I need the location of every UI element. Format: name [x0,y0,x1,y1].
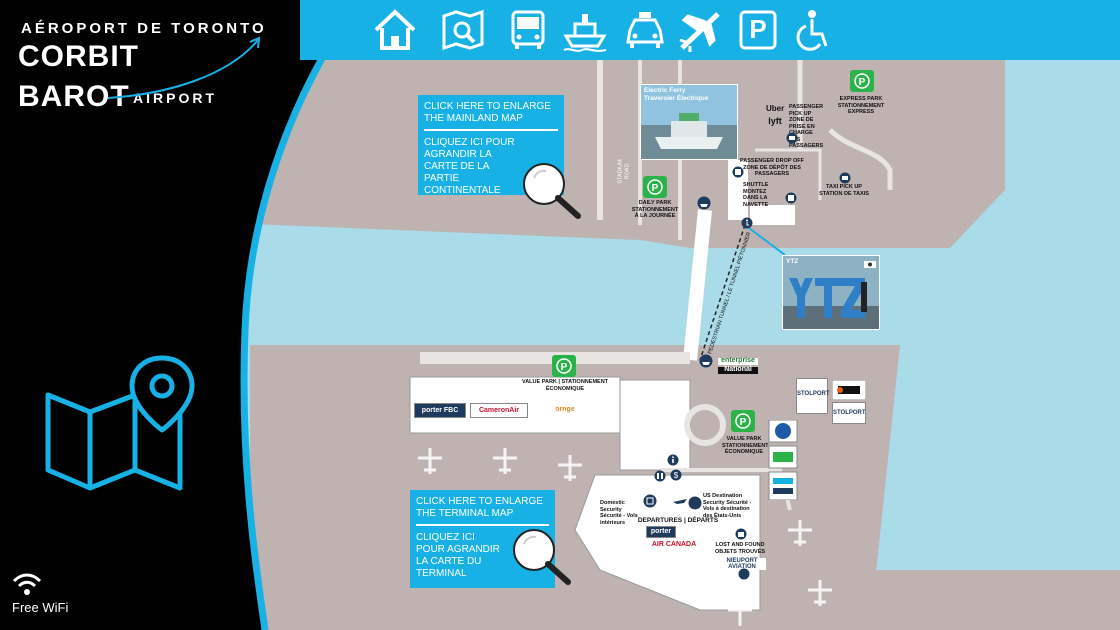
taxi-stop-icon[interactable] [839,172,851,184]
bus-icon[interactable] [505,8,551,52]
stadium-road-label: STADIUM ROAD [617,159,631,184]
brand-airport: AIRPORT [133,90,217,106]
brand-logo: AÉROPORT DE TORONTO CORBIT BAROT AIRPORT [18,18,278,128]
express-park-icon[interactable]: P [850,70,874,92]
bus-stop-icon[interactable] [785,192,797,204]
magnifier-icon-mainland[interactable] [520,162,584,220]
daily-park-icon[interactable]: P [643,176,667,198]
gates-plane-icon[interactable] [672,494,688,508]
lyft-logo: lyft [768,116,782,126]
express-park-label: EXPRESS PARK STATIONNEMENT EXPRESS [837,96,885,115]
top-nav-bar: P [300,0,1120,60]
rideshare-icon[interactable] [786,132,798,144]
domestic-security-label: Domestic Security Sécurité - Vols intéri… [600,500,638,526]
lost-found-icon[interactable] [735,528,747,540]
lost-found-label: LOST AND FOUND OBJETS TROUVÉS [714,542,766,555]
svg-text:P: P [652,183,659,194]
ferry-photo-caption: Electric Ferry Traversier Électrique [644,87,709,102]
accessible-icon[interactable] [790,8,836,52]
ferry-photo[interactable]: Electric Ferry Traversier Électrique [640,84,738,160]
svg-text:$: $ [674,471,679,480]
stolport-logo-2[interactable]: STOLPORT [832,402,866,424]
taxi-icon[interactable] [622,8,668,52]
national-logo: National [718,366,758,374]
ship-icon[interactable] [562,8,608,52]
brand-name-2: BAROT [18,80,130,113]
svg-text:P: P [859,77,866,88]
wifi-indicator: Free WiFi [12,572,102,620]
value-park-icon[interactable]: P [731,410,755,432]
brand-swoosh [108,36,261,99]
air-canada-logo[interactable]: AIR CANADA [646,540,702,550]
ytz-photo-caption: YTZ [786,258,799,265]
us-security-label: US Destination Security Sécurité - Vols … [703,493,752,519]
porter-logo[interactable]: porter [646,526,676,538]
svg-text:P: P [561,362,568,373]
tenant-logos [768,420,798,500]
security-icon[interactable] [643,494,657,508]
camera-icon [864,261,876,268]
value-park-icon-top[interactable]: P [552,355,576,377]
shuttle-icon[interactable] [732,166,744,178]
wifi-label: Free WiFi [12,600,69,615]
terminal-callout-en: CLICK HERE TO ENLARGE THE TERMINAL MAP [416,496,543,519]
terminal-callout-fr: CLIQUEZ ICI POUR AGRANDIR LA CARTE DU TE… [416,532,500,579]
washroom-icon-2[interactable] [738,568,750,580]
brand-title: AÉROPORT DE TORONTO [21,20,267,37]
map-search-icon[interactable] [440,8,486,52]
shuttle-label: SHUTTLE MONTEZ DANS LA NAVETTE [743,182,769,208]
mainland-callout-fr: CLIQUEZ ICI POUR AGRANDIR LA CARTE DE LA… [424,137,515,196]
accessible-map-icon[interactable] [741,217,753,229]
ferry-icon[interactable] [697,196,711,210]
us-flag-icon[interactable] [688,496,702,510]
enterprise-logo: enterprise [718,357,758,365]
departures-label: DEPARTURES | DÉPARTS [637,517,719,524]
nieuport-logo[interactable]: NIEUPORT AVIATION [718,558,766,570]
value-park-top-label: VALUE PARK | STATIONNEMENT ÉCONOMIQUE [521,379,609,392]
stolport-logo-1[interactable]: STOLPORT [796,378,830,414]
mainland-callout-en: CLICK HERE TO ENLARGE THE MAINLAND MAP [424,101,551,124]
info-icon[interactable] [667,454,679,466]
currency-icon[interactable]: $ [670,469,682,481]
enlarge-mainland-map-button[interactable]: CLICK HERE TO ENLARGE THE MAINLAND MAP C… [418,95,564,196]
parking-letter: P [749,14,767,44]
wifi-icon [12,573,42,595]
map-pin-icon[interactable] [40,350,200,500]
ferry-terminal-icon[interactable] [699,354,713,368]
cameron-air-logo[interactable]: CameronAir [470,403,528,418]
home-icon[interactable] [372,8,418,52]
enlarge-terminal-map-button[interactable]: CLICK HERE TO ENLARGE THE TERMINAL MAP C… [410,490,555,588]
parking-icon[interactable]: P [735,8,781,52]
value-park-label: VALUE PARK STATIONNEMENT ÉCONOMIQUE [722,436,769,455]
airplane-icon[interactable] [678,8,724,52]
passenger-dropoff-label: PASSENGER DROP OFF ZONE DE DÉPÔT DES PAS… [740,158,804,177]
porter-fbc-logo[interactable]: porter FBC [414,403,466,418]
partner-logo[interactable] [832,380,866,400]
ornge-logo[interactable]: ornge [545,403,585,418]
svg-text:P: P [740,417,747,428]
brand-name-1: CORBIT [18,40,139,73]
daily-park-label: DAILY PARK STATIONNEMENT À LA JOURNÉE [631,200,679,219]
washroom-icon[interactable] [654,470,666,482]
uber-logo: Uber [766,104,785,113]
ytz-photo[interactable]: YTZ [782,255,880,330]
magnifier-icon-terminal[interactable] [510,528,574,586]
taxi-pickup-label: TAXI PICK UP STATION DE TAXIS [819,184,869,197]
